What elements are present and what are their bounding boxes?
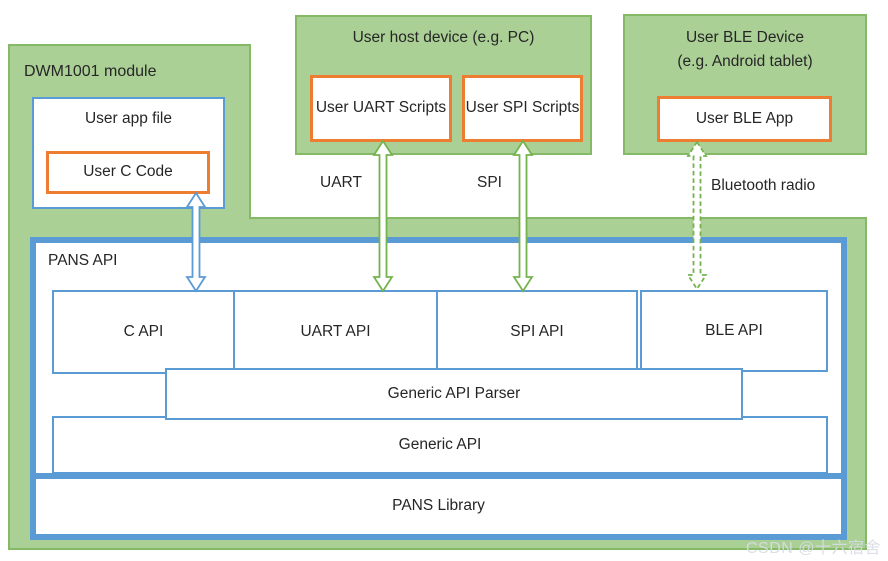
ble-api-label: BLE API [705,321,763,339]
uart-api-box: UART API [233,290,438,374]
bluetooth-radio-link-label: Bluetooth radio [711,177,816,194]
user-spi-scripts-label: User SPI Scripts [465,99,580,117]
user-spi-scripts-box: User SPI Scripts [462,75,583,142]
generic-api-parser-label: Generic API Parser [387,384,521,402]
pans-library-label: PANS Library [392,497,485,515]
user-ble-device-title-line1: User BLE Device [685,29,804,46]
user-ble-app-label: User BLE App [695,109,794,127]
ble-api-box: BLE API [640,290,828,372]
pans-library-box: PANS Library [30,473,847,540]
pans-api-title: PANS API [48,252,118,269]
generic-api-box: Generic API [52,416,828,474]
user-ble-device-title-line2: (e.g. Android tablet) [677,53,813,71]
user-c-code-label: User C Code [83,163,173,181]
user-host-device-title: User host device (e.g. PC) [352,29,535,46]
uart-api-label: UART API [300,322,371,340]
generic-api-label: Generic API [398,435,482,453]
user-app-file-label: User app file [84,110,172,127]
dwm-module-title: DWM1001 module [24,63,157,80]
spi-api-box: SPI API [436,290,638,374]
c-api-label: C API [123,322,164,340]
generic-api-parser-box: Generic API Parser [165,368,743,420]
uart-link-label: UART [320,174,362,191]
user-uart-scripts-label: User UART Scripts [315,99,447,117]
spi-api-label: SPI API [510,322,564,340]
spi-link-label: SPI [477,174,502,191]
user-ble-app-box: User BLE App [657,96,832,142]
user-uart-scripts-box: User UART Scripts [310,75,452,142]
csdn-watermark: CSDN @十六宿舍 [745,540,881,557]
user-c-code-box: User C Code [46,151,210,194]
c-api-box: C API [52,290,235,374]
